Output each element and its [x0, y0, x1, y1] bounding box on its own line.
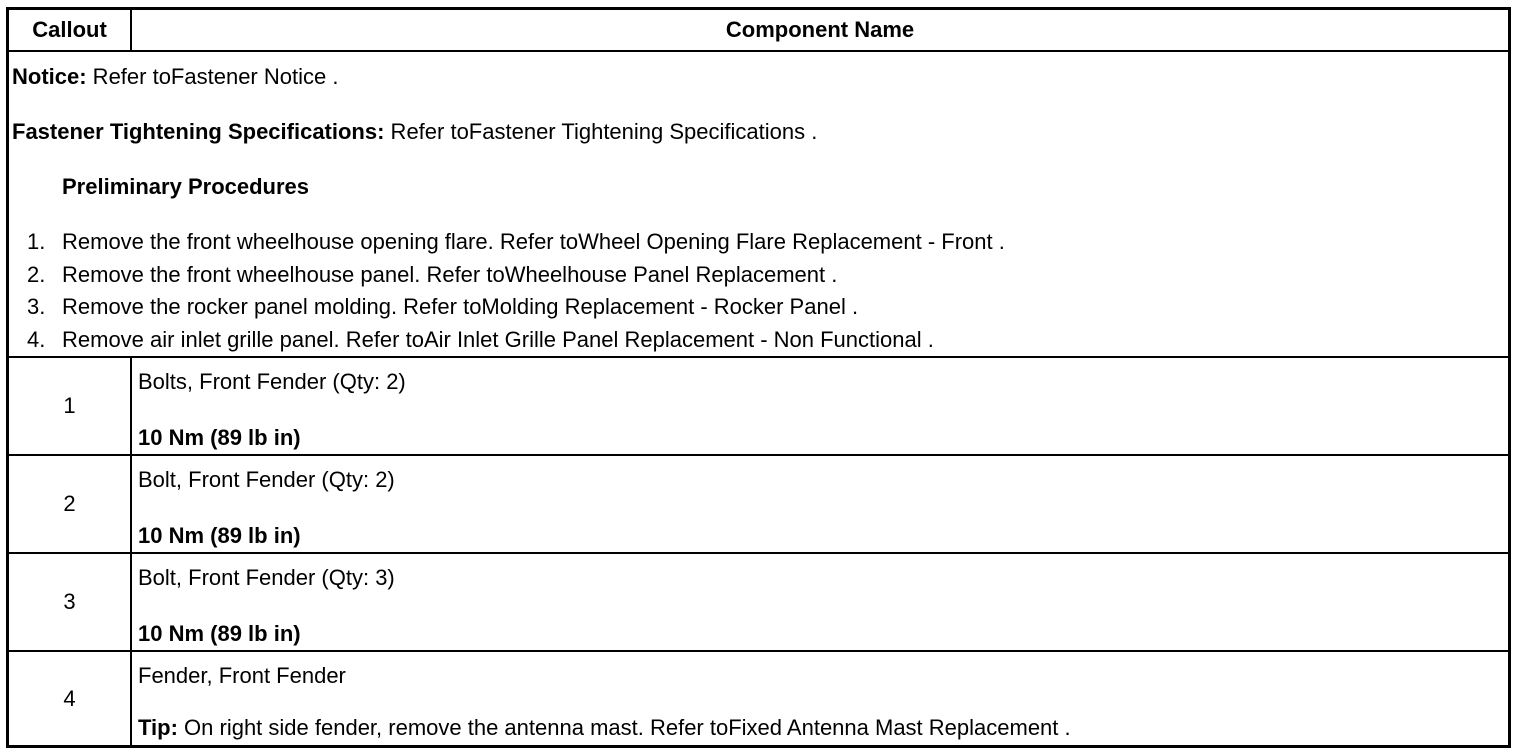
tip-label: Tip: [138, 715, 178, 740]
step-text: Remove the front wheelhouse opening flar… [62, 229, 1005, 254]
callout-number: 1 [63, 393, 76, 418]
header-component-name: Component Name [725, 17, 915, 42]
table-row: 1 Bolts, Front Fender (Qty: 2) 10 Nm (89… [9, 356, 1508, 454]
fastener-specs-label: Fastener Tightening Specifications: [12, 119, 385, 144]
tip-note: Tip: On right side fender, remove the an… [138, 715, 1071, 741]
procedure-step: 1. Remove the front wheelhouse opening fl… [27, 229, 1005, 255]
column-divider [130, 10, 132, 50]
column-divider [130, 456, 132, 552]
procedure-step: 4. Remove air inlet grille panel. Refer t… [27, 327, 934, 353]
step-text: Remove the rocker panel molding. Refer t… [62, 294, 859, 319]
step-text: Remove the front wheelhouse panel. Refer… [62, 262, 838, 287]
component-name: Bolt, Front Fender (Qty: 3) [138, 565, 395, 590]
table-row: 4 Fender, Front Fender Tip: On right sid… [9, 650, 1508, 745]
torque-spec: 10 Nm (89 lb in) [138, 621, 301, 646]
column-divider [130, 652, 132, 745]
callout-number: 4 [63, 685, 76, 711]
torque-spec: 10 Nm (89 lb in) [138, 523, 301, 548]
table-row: 3 Bolt, Front Fender (Qty: 3) 10 Nm (89 … [9, 552, 1508, 650]
notice-text: Refer toFastener Notice . [86, 64, 339, 89]
table-row: 2 Bolt, Front Fender (Qty: 2) 10 Nm (89 … [9, 454, 1508, 552]
step-number: 3. [27, 294, 46, 319]
notice-line: Notice: Refer toFastener Notice . [12, 64, 338, 90]
callout-number: 3 [63, 589, 76, 614]
procedure-step: 2. Remove the front wheelhouse panel. Ref… [27, 262, 837, 288]
callout-number: 2 [63, 491, 76, 516]
component-name: Bolt, Front Fender (Qty: 2) [138, 467, 395, 492]
column-divider [130, 554, 132, 650]
table-header-row: Callout Component Name [9, 10, 1508, 50]
fastener-specs-text: Refer toFastener Tightening Specificatio… [384, 119, 818, 144]
column-divider [130, 358, 132, 454]
component-name: Bolts, Front Fender (Qty: 2) [138, 369, 406, 394]
step-number: 2. [27, 262, 46, 287]
preliminary-procedures-title: Preliminary Procedures [62, 174, 310, 199]
procedure-notes-row: Notice: Refer toFastener Notice . Fasten… [9, 50, 1508, 356]
fastener-specs-line: Fastener Tightening Specifications: Refe… [12, 119, 817, 145]
notice-label: Notice: [12, 64, 87, 89]
component-table: Callout Component Name Notice: Refer toF… [6, 7, 1511, 748]
tip-text: On right side fender, remove the antenna… [177, 715, 1071, 740]
procedure-step: 3. Remove the rocker panel molding. Refer… [27, 294, 858, 320]
step-number: 4. [27, 327, 46, 352]
step-number: 1. [27, 229, 46, 254]
step-text: Remove air inlet grille panel. Refer toA… [62, 327, 934, 352]
component-name: Fender, Front Fender [138, 663, 346, 688]
torque-spec: 10 Nm (89 lb in) [138, 425, 301, 450]
header-callout: Callout [32, 17, 107, 42]
